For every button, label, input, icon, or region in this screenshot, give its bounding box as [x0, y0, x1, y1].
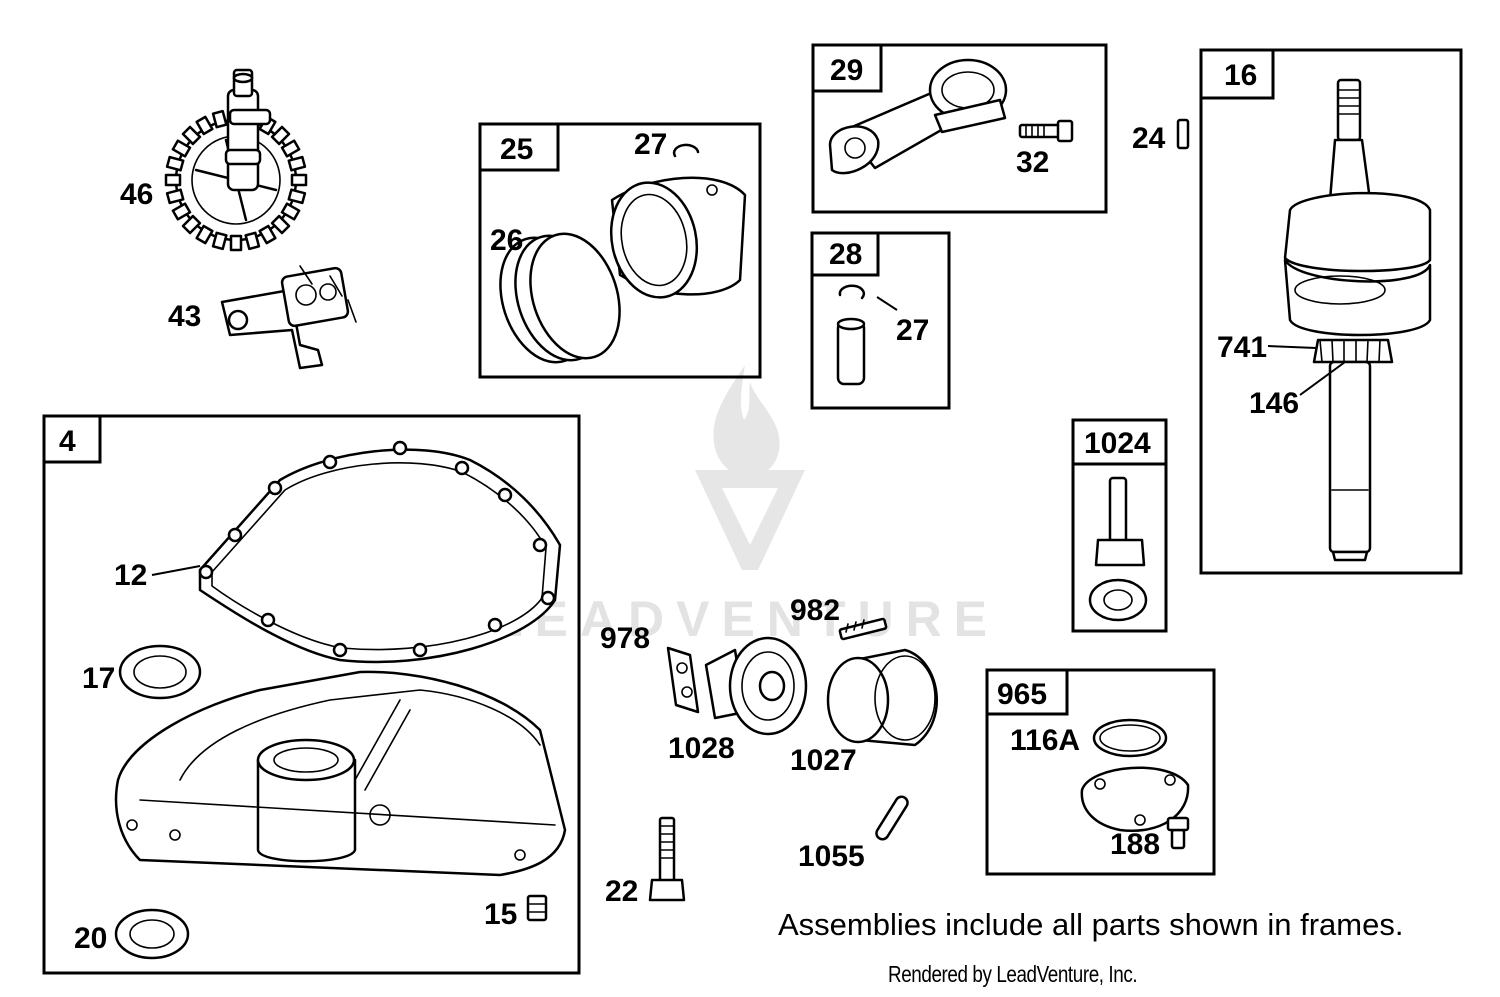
assembly-note: Assemblies include all parts shown in fr… [778, 907, 1404, 942]
label-22: 22 [605, 875, 638, 908]
label-741: 741 [1217, 331, 1267, 364]
frame-28-number: 28 [829, 238, 862, 271]
part-24-key [1176, 118, 1190, 150]
part-crankshaft [1283, 78, 1432, 562]
label-27-pin: 27 [896, 314, 929, 347]
part-27-piston-clip [672, 143, 700, 158]
frame-965-number: 965 [997, 678, 1047, 711]
watermark-text: LEADVENTURE [492, 591, 999, 647]
watermark-v-icon [695, 470, 805, 570]
frame-29-number: 29 [830, 54, 863, 87]
frame-1024-number: 1024 [1084, 427, 1151, 460]
part-crankcase-cover [114, 670, 567, 877]
part-piston [609, 176, 747, 299]
part-15-plug [526, 894, 548, 922]
frame-4-number: 4 [59, 425, 76, 458]
part-46-cam-gear [164, 68, 308, 252]
label-146: 146 [1249, 387, 1299, 420]
label-17: 17 [82, 662, 115, 695]
label-12: 12 [114, 559, 147, 592]
label-188: 188 [1110, 828, 1160, 861]
part-cover-plate [1080, 766, 1190, 833]
part-32-rod-bolt [1018, 119, 1074, 143]
label-46: 46 [120, 178, 153, 211]
frame-16-number: 16 [1224, 59, 1257, 92]
label-15: 15 [484, 898, 517, 931]
label-116A: 116A [1010, 724, 1080, 757]
label-43: 43 [168, 300, 201, 333]
label-32: 32 [1016, 146, 1049, 179]
frame-29: 29 [811, 43, 1108, 214]
label-20: 20 [74, 922, 107, 955]
credit-text: Rendered by LeadVenture, Inc. [888, 961, 1138, 987]
part-12-gasket [198, 440, 562, 664]
frame-25: 25 [478, 122, 762, 379]
part-connecting-rod [828, 58, 1008, 175]
part-1055-pin [875, 795, 909, 841]
frame-4: 4 [42, 414, 581, 975]
label-1028: 1028 [668, 732, 735, 765]
frame-28: 28 [810, 231, 951, 410]
part-oil-pump [1088, 476, 1148, 622]
part-982-nipple [838, 617, 888, 641]
leader-12 [151, 565, 201, 576]
part-1028-adapter [704, 636, 808, 736]
part-22-bolt [648, 816, 686, 902]
label-978: 978 [600, 622, 650, 655]
part-20-seal [114, 908, 190, 960]
label-27-piston: 27 [634, 128, 667, 161]
label-26: 26 [490, 224, 523, 257]
leader-146 [1299, 361, 1346, 396]
part-piston-pin [836, 284, 898, 386]
frame-16: 16 [1199, 48, 1463, 575]
watermark-flame-icon [713, 365, 780, 479]
part-116A-o-ring [1092, 718, 1168, 758]
label-1027: 1027 [790, 744, 857, 777]
part-978-gasket [666, 646, 700, 714]
watermark: LEADVENTURE [492, 365, 999, 647]
frame-965: 965 [985, 668, 1216, 876]
part-17-seal [118, 644, 202, 700]
label-24: 24 [1132, 122, 1166, 155]
leader-741 [1267, 345, 1317, 349]
label-1055: 1055 [798, 840, 865, 873]
label-982: 982 [790, 594, 840, 627]
frame-25-number: 25 [500, 133, 533, 166]
part-26-piston-rings [499, 232, 621, 364]
frame-1024: 1024 [1071, 418, 1168, 633]
part-188-screw [1166, 816, 1190, 850]
part-43-governor [220, 265, 357, 370]
part-1027-oil-filter [826, 648, 939, 747]
